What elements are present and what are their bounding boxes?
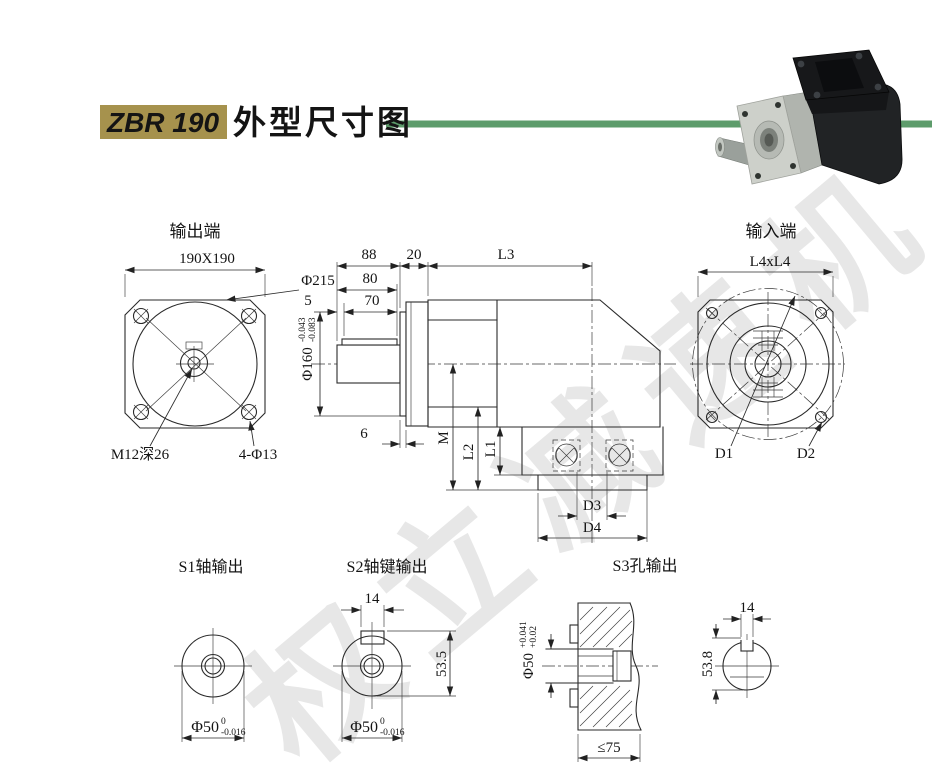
product-flange-hole bbox=[775, 102, 781, 108]
page-title: 外型尺寸图 bbox=[233, 104, 413, 141]
svg-text:-0.016: -0.016 bbox=[221, 728, 246, 738]
svg-text:0: 0 bbox=[221, 717, 226, 727]
dim-flange-L4xL4: L4xL4 bbox=[750, 254, 791, 270]
dim-D2: D2 bbox=[797, 446, 815, 462]
product-flange-hole bbox=[742, 111, 748, 117]
bearing-symbol bbox=[605, 439, 634, 472]
pilot-boss bbox=[399, 311, 407, 417]
dim-L2: L2 bbox=[461, 444, 477, 461]
input-end-view: 输入端 L4xL4 bbox=[690, 222, 845, 462]
dim-holes-4x13: 4-Φ13 bbox=[239, 447, 277, 463]
dim-20: 20 bbox=[407, 247, 422, 263]
dim-D1: D1 bbox=[715, 446, 733, 462]
output-shaft bbox=[336, 344, 401, 384]
bearing-symbol bbox=[552, 439, 581, 472]
product-shaft-bore bbox=[718, 142, 722, 152]
svg-text:Φ50: Φ50 bbox=[191, 719, 219, 736]
svg-text:+0.02: +0.02 bbox=[529, 626, 539, 648]
output-shaft-key bbox=[341, 338, 398, 346]
product-hub-bore bbox=[764, 133, 774, 147]
green-rule bbox=[386, 120, 932, 128]
model-badge bbox=[100, 105, 227, 139]
dim-5: 5 bbox=[304, 293, 312, 309]
svg-text:Φ50: Φ50 bbox=[350, 719, 378, 736]
product-photo bbox=[715, 49, 903, 185]
s3-key-width: 14 bbox=[740, 600, 756, 616]
product-bolt-hole bbox=[855, 52, 863, 60]
svg-text:Φ50: Φ50 bbox=[521, 653, 537, 679]
s1-title: S1轴输出 bbox=[179, 558, 244, 576]
product-motor-recess bbox=[815, 58, 864, 92]
svg-text:Φ160: Φ160 bbox=[300, 347, 316, 380]
s3-keyway-end-view: 14 53.8 bbox=[700, 600, 779, 704]
s3-clamp-block bbox=[612, 650, 632, 682]
header: ZBR 190 外型尺寸图 bbox=[100, 104, 932, 141]
s3-title: S3孔输出 bbox=[613, 557, 678, 575]
product-bolt-hole bbox=[813, 91, 821, 99]
dim-phi160-lower: -0.083 bbox=[308, 317, 318, 342]
product-bolt-hole bbox=[797, 60, 805, 68]
dim-flange-190x190: 190X190 bbox=[179, 251, 235, 267]
s2-title: S2轴键输出 bbox=[347, 558, 428, 576]
side-view: 88 20 L3 80 70 5 Φ160 -0.043 -0.083 6 M … bbox=[298, 247, 676, 546]
product-neck bbox=[806, 92, 889, 114]
dim-L3: L3 bbox=[498, 247, 515, 263]
output-flange-plate bbox=[405, 301, 429, 427]
s2-keyed-shaft-output-detail: S2轴键输出 14 53.5 Φ50 0 -0.016 bbox=[333, 558, 456, 742]
dim-80: 80 bbox=[363, 271, 378, 287]
output-end-view: 输出端 190X190 Φ215 M12深26 4-Φ13 bbox=[111, 222, 335, 463]
s3-max-length: ≤75 bbox=[597, 740, 620, 756]
product-flange-hole bbox=[790, 163, 796, 169]
dim-L1: L1 bbox=[483, 441, 499, 458]
s3-height: 53.8 bbox=[700, 651, 716, 677]
output-corner-holes bbox=[132, 307, 258, 421]
dim-phi160-upper: -0.043 bbox=[298, 317, 308, 342]
s2-key-width: 14 bbox=[365, 591, 381, 607]
output-end-title: 输出端 bbox=[170, 222, 221, 241]
s1-shaft-output-detail: S1轴输出 Φ50 0 -0.016 bbox=[174, 558, 252, 742]
input-bolt-circle bbox=[692, 288, 844, 440]
svg-text:-0.016: -0.016 bbox=[380, 728, 405, 738]
output-bolt-circle bbox=[132, 301, 258, 427]
s3-hollow-output-detail: S3孔输出 Φ50 +0.041 +0.02 ≤75 bbox=[519, 557, 779, 762]
s3-hub-outline bbox=[577, 602, 642, 731]
dim-D3: D3 bbox=[583, 498, 601, 514]
dim-70: 70 bbox=[365, 293, 380, 309]
product-flange-hole bbox=[755, 173, 761, 179]
s1-diameter-label: Φ50 0 -0.016 bbox=[191, 717, 245, 738]
dim-6: 6 bbox=[360, 426, 368, 442]
gearbox-body bbox=[427, 299, 661, 428]
s3-break-line bbox=[629, 602, 642, 731]
svg-text:+0.041: +0.041 bbox=[519, 621, 529, 648]
model-label: ZBR 190 bbox=[106, 107, 219, 138]
bottom-block bbox=[521, 426, 664, 476]
dim-tap-m12: M12深26 bbox=[111, 446, 170, 463]
watermark-text: 权立减速机 bbox=[218, 133, 932, 767]
dim-bolt-circle-215: Φ215 bbox=[301, 273, 334, 289]
dim-D4: D4 bbox=[583, 520, 602, 536]
output-shaft-detail bbox=[176, 341, 214, 382]
dim-M: M bbox=[436, 431, 452, 444]
input-end-title: 输入端 bbox=[746, 222, 797, 241]
s3-bore-label: Φ50 +0.041 +0.02 bbox=[519, 621, 539, 679]
product-bolt-hole bbox=[874, 83, 882, 91]
input-coupling-hidden-lines bbox=[753, 330, 783, 398]
svg-text:0: 0 bbox=[380, 717, 385, 727]
s2-diameter-label: Φ50 0 -0.016 bbox=[350, 717, 404, 738]
dim-88: 88 bbox=[362, 247, 377, 263]
s2-height: 53.5 bbox=[434, 651, 450, 677]
dim-phi160: Φ160 -0.043 -0.083 bbox=[298, 317, 318, 381]
s3-hatching bbox=[579, 606, 633, 728]
